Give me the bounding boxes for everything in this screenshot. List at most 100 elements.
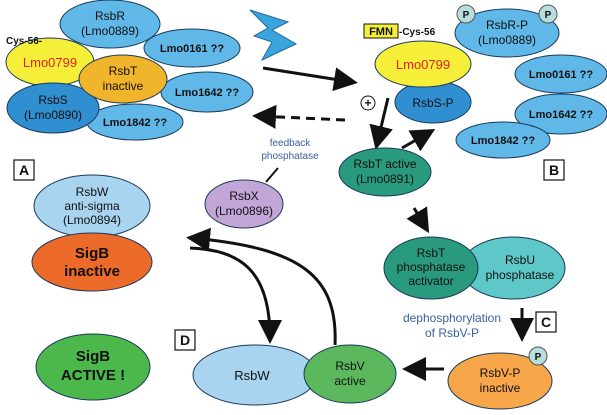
sigb-active-label-2: ACTIVE ! — [61, 367, 125, 384]
dephos-label-2: of RsbV-P — [425, 326, 479, 340]
svg-text:RsbR-P: RsbR-P — [486, 18, 528, 32]
rsbw-label: RsbW — [234, 368, 270, 383]
rsbw-antisigma-label-2: anti-sigma — [64, 199, 120, 213]
svg-text:activator: activator — [408, 274, 453, 288]
sigb-inactive-label-2: inactive — [64, 263, 120, 280]
svg-text:inactive: inactive — [480, 381, 521, 395]
svg-text:(Lmo0890): (Lmo0890) — [24, 108, 82, 122]
lmo1842-b-node — [455, 121, 551, 159]
svg-text:RsbT: RsbT — [109, 64, 138, 78]
stimulus-arrow — [262, 66, 358, 92]
sequestration-curve-arrow — [189, 246, 282, 344]
rsbx-node — [204, 179, 284, 229]
svg-text:ACTIVE !: ACTIVE ! — [61, 367, 125, 384]
feedback-dashed-arrow — [252, 104, 346, 129]
rsbt-inactive-label-2: inactive — [103, 79, 144, 93]
svg-text:P: P — [463, 10, 470, 21]
phosphate-badge-icon: P — [456, 4, 476, 24]
lmo1642-node — [160, 71, 254, 113]
svg-text:anti-sigma: anti-sigma — [64, 199, 120, 213]
rsbu-label-2: phosphatase — [486, 268, 555, 282]
sigb-active-label-1: SigB — [76, 348, 110, 365]
svg-text:RsbT active: RsbT active — [353, 157, 416, 171]
lmo1642-b-node — [514, 93, 607, 135]
lmo0161-label: Lmo0161 ?? — [160, 43, 224, 55]
rsbv-p-node — [447, 352, 553, 410]
panel-a-box — [13, 159, 35, 181]
rsbr-node — [59, 0, 161, 49]
rsbs-label-2: (Lmo0890) — [24, 108, 82, 122]
svg-text:(Lmo0889): (Lmo0889) — [81, 24, 139, 38]
svg-text:SigB: SigB — [75, 245, 109, 262]
lmo0161-b-label: Lmo0161 ?? — [529, 69, 593, 81]
lightning-bolt-icon — [249, 9, 298, 62]
rsbw-antisigma-label-3: (Lmo0894) — [63, 213, 121, 227]
rsbr-label-1: RsbR — [95, 9, 125, 23]
svg-text:RsbW: RsbW — [76, 185, 109, 199]
stressosome-complex-b: FMN -Cys-56 RsbR-P (Lmo0889) P P Lmo0161… — [363, 4, 607, 159]
release-arrow — [369, 97, 393, 150]
svg-text:active: active — [334, 374, 366, 388]
svg-text:phosphatase: phosphatase — [397, 260, 466, 274]
phosphate-badge-icon: P — [538, 4, 558, 24]
lmo0799-b-node — [374, 40, 472, 88]
rsbs-label-1: RsbS — [38, 93, 67, 107]
svg-text:phosphatase: phosphatase — [486, 268, 555, 282]
rsbt-active-label-2: (Lmo0891) — [356, 172, 414, 186]
fmn-label: FMN — [369, 26, 393, 38]
panel-d-label: D — [180, 332, 190, 348]
rsbt-inactive-label-1: RsbT — [109, 64, 138, 78]
plus-sign: + — [364, 96, 371, 110]
feedback-label-2: phosphatase — [261, 151, 319, 162]
rsbt-inactive-node — [78, 54, 168, 104]
svg-text:(Lmo0891): (Lmo0891) — [356, 172, 414, 186]
rsbt-to-rsbs-arrow — [401, 129, 436, 152]
fmn-box — [363, 23, 399, 39]
rsbr-p-label-2: (Lmo0889) — [478, 33, 536, 47]
phosphate-badge-icon: P — [528, 346, 548, 366]
svg-text:(Lmo0896): (Lmo0896) — [215, 204, 273, 218]
cys56-label-a: Cys-56- — [6, 36, 42, 47]
release-curve-arrow — [186, 227, 337, 346]
sigb-active-node — [35, 333, 151, 401]
rsbs-node — [6, 82, 100, 134]
rsbt-activator-label-2: phosphatase — [397, 260, 466, 274]
svg-text:P: P — [545, 10, 552, 21]
svg-text:RsbT: RsbT — [417, 246, 446, 260]
svg-text:RsbS: RsbS — [38, 93, 67, 107]
panel-c-box — [535, 311, 557, 333]
svg-text:P: P — [535, 352, 542, 363]
panel-b-label: B — [549, 162, 559, 178]
svg-text:RsbV: RsbV — [335, 359, 364, 373]
svg-text:(Lmo0894): (Lmo0894) — [63, 213, 121, 227]
lmo1842-b-label: Lmo1842 ?? — [471, 135, 535, 147]
rsbt-activator-node — [383, 236, 479, 300]
rsbu-label-1: RsbU — [505, 253, 535, 267]
rsbv-active-label-2: active — [334, 374, 366, 388]
lmo0161-b-node — [514, 54, 607, 94]
lmo1842-label: Lmo1842 ?? — [103, 117, 167, 129]
feedback-label-1: feedback — [270, 138, 312, 149]
svg-text:(Lmo0889): (Lmo0889) — [478, 33, 536, 47]
dephos-label-1: dephosphorylation — [403, 311, 501, 325]
rsbt-active-label-1: RsbT active — [353, 157, 416, 171]
plus-circle-icon — [360, 95, 376, 111]
rsbx-label-2: (Lmo0896) — [215, 204, 273, 218]
rsbv-active-node — [303, 344, 397, 404]
sigb-inactive-label-1: SigB — [75, 245, 109, 262]
rsbr-label-2: (Lmo0889) — [81, 24, 139, 38]
cys56-label-b: -Cys-56 — [399, 27, 436, 38]
panel-c-label: C — [541, 314, 551, 330]
lmo0799-label: Lmo0799 — [23, 55, 77, 70]
sigb-inactive-node — [31, 232, 153, 292]
rsbx-feedback-arrow — [265, 167, 279, 183]
rsbr-p-node — [454, 8, 560, 58]
svg-text:RsbX: RsbX — [229, 189, 258, 203]
svg-text:RsbV-P: RsbV-P — [480, 366, 521, 380]
rsbt-active-node — [338, 147, 432, 197]
rsbv-p-label-2: inactive — [480, 381, 521, 395]
panel-d-box — [174, 329, 196, 351]
rsbw-antisigma-label-1: RsbW — [76, 185, 109, 199]
rsbx-label-1: RsbX — [229, 189, 258, 203]
rsbt-activator-label-3: activator — [408, 274, 453, 288]
